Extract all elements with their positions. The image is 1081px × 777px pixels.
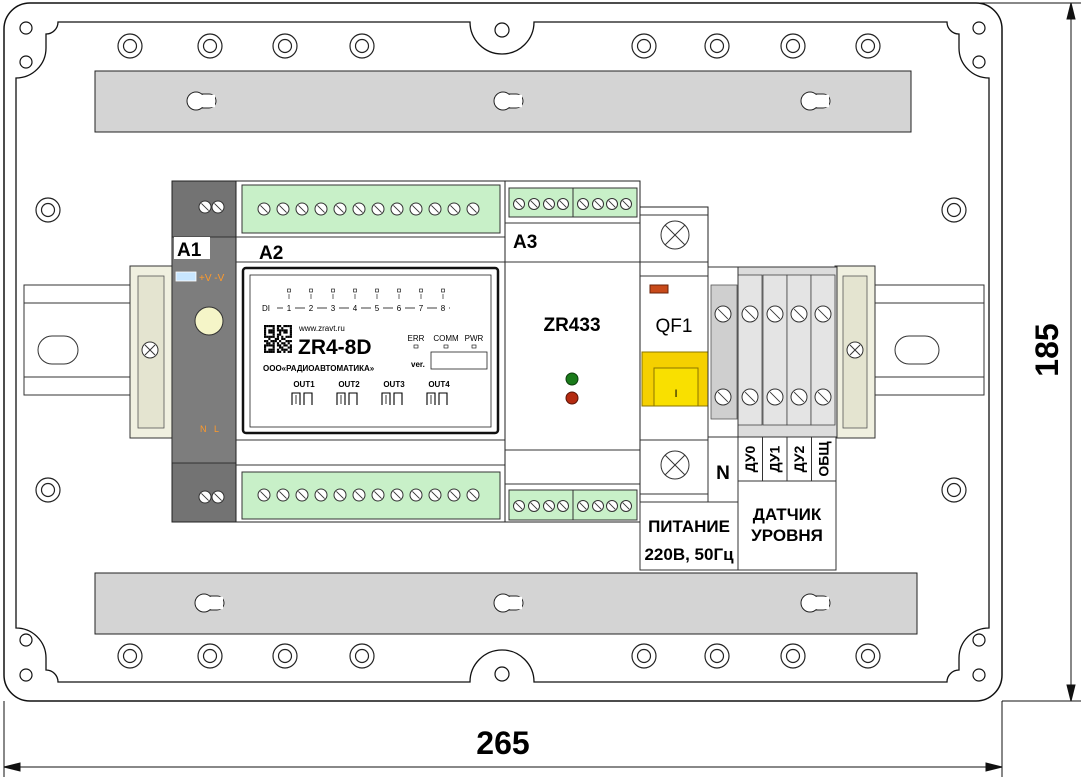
terminal-column [786, 274, 812, 426]
a3-top-screws [513, 198, 632, 210]
qf1-designator: QF1 [656, 316, 693, 337]
di-number: 5 [375, 304, 380, 313]
enclosure-corner-holes [19, 21, 986, 682]
di-number: 6 [397, 304, 402, 313]
status-led [413, 344, 419, 349]
output-label: OUT3 [383, 380, 405, 389]
terminal-column [737, 274, 763, 426]
caption-power-line1: ПИТАНИЕ [648, 517, 730, 536]
a2-output-relays: OUT1 OUT2 OUT3 OUT4 [291, 380, 450, 405]
status-led [443, 344, 449, 349]
dimension-height-value: 185 [1029, 323, 1065, 376]
keyhole-slots [186, 91, 831, 613]
module-a2-zr4-8d: A2 DI 1 2 3 4 5 6 7 8 www.zravt.ru ZR4-8D ООО«Р… [235, 180, 506, 523]
a2-di-row: 1 2 3 4 5 6 7 8 [277, 288, 450, 313]
a2-url: www.zravt.ru [298, 324, 345, 333]
breaker-qf1: QF1 I [639, 206, 709, 503]
relay-contact-icon [426, 392, 448, 405]
dimension-width-value: 265 [476, 725, 529, 761]
a3-model: ZR433 [543, 315, 600, 336]
qf1-indicator [649, 284, 669, 294]
a2-ver-box [430, 351, 488, 370]
status-led-label: PWR [465, 334, 484, 343]
terminal-neutral-label: N [716, 463, 730, 484]
di-number: 8 [441, 304, 446, 313]
a1-bottom-screws [198, 490, 225, 504]
a3-bottom-screws [513, 500, 632, 512]
di-number: 3 [331, 304, 336, 313]
terminal-column [762, 274, 788, 426]
status-led-label: COMM [433, 334, 459, 343]
caption-sensor-line2: УРОВНЯ [751, 526, 823, 545]
dimension-width [3, 701, 1003, 777]
sensor-label: ДУ0 [742, 445, 758, 472]
a2-di-label: DI [262, 304, 270, 313]
a1-adjust-knob [194, 306, 224, 336]
relay-contact-icon [336, 392, 358, 405]
a3-led-green [565, 372, 579, 386]
caption-sensor-line1: ДАТЧИК [753, 505, 822, 524]
a2-designator: A2 [259, 243, 283, 264]
di-number: 1 [287, 304, 292, 313]
output-label: OUT2 [338, 380, 360, 389]
qf1-lever-mark: I [674, 388, 677, 400]
di-number: 2 [309, 304, 314, 313]
end-stopper-right [834, 265, 876, 439]
sensor-label: ОБЩ [816, 441, 832, 477]
qr-code-icon [264, 325, 292, 353]
relay-contact-icon [291, 392, 313, 405]
module-a1-power-supply: A1 +V -V N L [171, 180, 237, 523]
di-number: 4 [353, 304, 358, 313]
dimension-height [975, 2, 1081, 702]
end-stopper-left [129, 265, 173, 439]
a2-ver-label: ver. [411, 360, 425, 369]
module-a3-zr433: A3 ZR433 [504, 180, 641, 523]
caption-power: ПИТАНИЕ 220В, 50Гц [639, 501, 739, 571]
qf1-toggle-lever [653, 367, 699, 407]
terminal-block [707, 266, 838, 438]
mounting-holes [35, 33, 967, 669]
terminal-column [810, 274, 836, 426]
output-label: OUT1 [293, 380, 315, 389]
sensor-label: ДУ2 [791, 445, 807, 472]
di-number: 7 [419, 304, 424, 313]
status-led-label: ERR [408, 334, 425, 343]
output-label: OUT4 [428, 380, 450, 389]
status-led [471, 344, 477, 349]
a1-top-screws [198, 200, 225, 214]
a2-model: ZR4-8D [298, 336, 372, 359]
a2-top-screws [257, 202, 480, 216]
a1-supply-label: +V -V [199, 273, 225, 284]
a2-status-leds: ERR COMM PWR [408, 334, 484, 349]
sensor-label: ДУ1 [767, 445, 783, 472]
relay-contact-icon [381, 392, 403, 405]
caption-sensor: ДАТЧИК УРОВНЯ [737, 480, 837, 571]
a1-indicator [175, 271, 197, 282]
terminal-columns [714, 274, 836, 426]
a1-terminal-label: N L [200, 424, 219, 434]
sensor-labels: ДУ0 ДУ1 ДУ2 ОБЩ [742, 437, 832, 481]
a3-led-red [565, 391, 579, 405]
a2-bottom-screws [257, 488, 480, 502]
terminal-labels: N ДУ0 ДУ1 ДУ2 ОБЩ [707, 436, 837, 506]
caption-power-line2: 220В, 50Гц [644, 545, 734, 564]
a2-maker: ООО«РАДИОАВТОМАТИКА» [263, 364, 375, 373]
a3-designator: A3 [513, 232, 537, 253]
a1-designator: A1 [177, 240, 202, 261]
